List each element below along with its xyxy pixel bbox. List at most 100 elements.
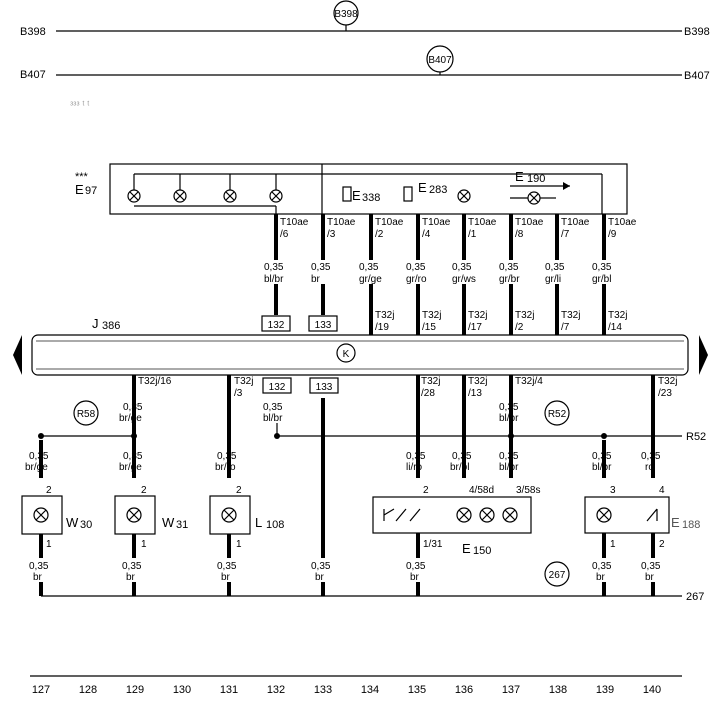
e188-pin-3: 3	[610, 485, 616, 496]
g133-gauge: 0,35	[311, 561, 331, 572]
w30-label: W	[66, 515, 79, 530]
top-pin-number: /3	[327, 229, 336, 240]
conn-t32j-23-b: /23	[658, 388, 672, 399]
w31-label: W	[162, 515, 175, 530]
e150-pin-2: 2	[423, 485, 429, 496]
w-132-color: bl/br	[263, 413, 283, 424]
g135-color: br	[410, 572, 420, 583]
column-number: 136	[455, 684, 473, 696]
lamp-icon	[527, 191, 541, 205]
top-pin-number: /9	[608, 229, 617, 240]
w-col140-color: ro	[645, 462, 654, 473]
e188-pin-2: 2	[659, 539, 665, 550]
g129-color: br	[126, 572, 136, 583]
top-pin-conn: T10ae	[468, 217, 497, 228]
column-number: 140	[643, 684, 661, 696]
top-pin-number: /8	[515, 229, 524, 240]
column-number: 139	[596, 684, 614, 696]
ref-132-lower-label: 132	[269, 382, 286, 393]
column-number: 137	[502, 684, 520, 696]
w31-pin-bottom: 1	[141, 539, 147, 550]
w-col136-color: br/bl	[450, 462, 469, 473]
g139-color: br	[596, 572, 606, 583]
top-pin-conn: T10ae	[327, 217, 356, 228]
e97-stars: ***	[75, 171, 89, 183]
ref-r52-marker	[544, 400, 570, 426]
w30-pin-bottom: 1	[46, 539, 52, 550]
conn-t32j-23-a: T32j	[658, 376, 677, 387]
k-ground-marker	[336, 343, 356, 363]
e150-pin-1-31: 1/31	[423, 539, 443, 550]
top-pin-conn: T10ae	[280, 217, 309, 228]
lamp-icon	[456, 507, 472, 523]
top-pin-t32j-pin: /7	[561, 322, 570, 333]
w-col131-color: br/ro	[215, 462, 236, 473]
e97-block: *** E 97 E 338 E 283 E 190	[75, 163, 628, 215]
l108-number: 108	[266, 519, 284, 531]
conn-t32j-28-b: /28	[421, 388, 435, 399]
w31-number: 31	[176, 519, 188, 531]
top-pin-gauge: 0,35	[545, 262, 565, 273]
left-continuation-arrow-icon	[13, 335, 22, 375]
w-col137-b-gauge: 0,35	[499, 451, 519, 462]
e188-box	[584, 496, 670, 534]
lamp-icon	[269, 189, 283, 203]
top-pin-t32j-pin: /14	[608, 322, 622, 333]
bus-267-label: 267	[686, 591, 704, 603]
top-pin-color: gr/li	[545, 274, 561, 285]
e150-label: E	[462, 541, 471, 556]
column-number: 135	[408, 684, 426, 696]
e188-number: 188	[682, 519, 700, 531]
ref-r52-marker-label: R52	[548, 409, 567, 420]
e150-switch-icon	[383, 508, 421, 522]
bus-b407-marker-label: B407	[428, 55, 452, 66]
lamp-icon	[457, 189, 471, 203]
g135-gauge: 0,35	[406, 561, 426, 572]
top-pin-color: gr/br	[499, 274, 520, 285]
conn-t32j-13-b: /13	[468, 388, 482, 399]
w-col139-gauge: 0,35	[592, 451, 612, 462]
e150-pin-3-58s: 3/58s	[516, 485, 540, 496]
conn-t32j-4: T32j/4	[515, 376, 543, 387]
j386-frame	[31, 334, 689, 376]
j386-controller: J 386 K	[13, 316, 708, 376]
e188-pin-4: 4	[659, 485, 665, 496]
top-pin-t32j-pin: /2	[515, 322, 524, 333]
column-number: 132	[267, 684, 285, 696]
e190-label: E	[515, 169, 524, 184]
top-pin-gauge: 0,35	[359, 262, 379, 273]
top-pin-t32j: T32j	[422, 310, 441, 321]
top-pin-number: /7	[561, 229, 570, 240]
conn-t32j-3-b: /3	[234, 388, 243, 399]
g131-gauge: 0,35	[217, 561, 237, 572]
e190-number: 190	[527, 173, 545, 185]
bus-r52-label: R52	[686, 431, 706, 443]
ref-r58-marker	[73, 400, 99, 426]
g127-color: br	[33, 572, 43, 583]
top-pin-t32j-pin: /19	[375, 322, 389, 333]
lamp-icon	[502, 507, 518, 523]
w30-pin-top: 2	[46, 485, 52, 496]
column-number: 138	[549, 684, 567, 696]
ref-132-lower	[262, 377, 292, 394]
bus-b398-marker-label: B398	[334, 9, 358, 20]
top-pin-t32j-pin: /17	[468, 322, 482, 333]
top-pin-conn: T10ae	[375, 217, 404, 228]
top-pin-color: gr/ro	[406, 274, 427, 285]
column-number: 134	[361, 684, 379, 696]
bus-b407: B407 B407 B407	[20, 45, 710, 82]
k-ground-label: K	[343, 349, 350, 360]
w-col137-a-color: bl/br	[499, 413, 519, 424]
top-pin-number: /6	[280, 229, 289, 240]
l108-pin-top: 2	[236, 485, 242, 496]
ref-267-marker-label: 267	[549, 570, 566, 581]
top-pin-color: gr/ws	[452, 274, 476, 285]
w30-number: 30	[80, 519, 92, 531]
